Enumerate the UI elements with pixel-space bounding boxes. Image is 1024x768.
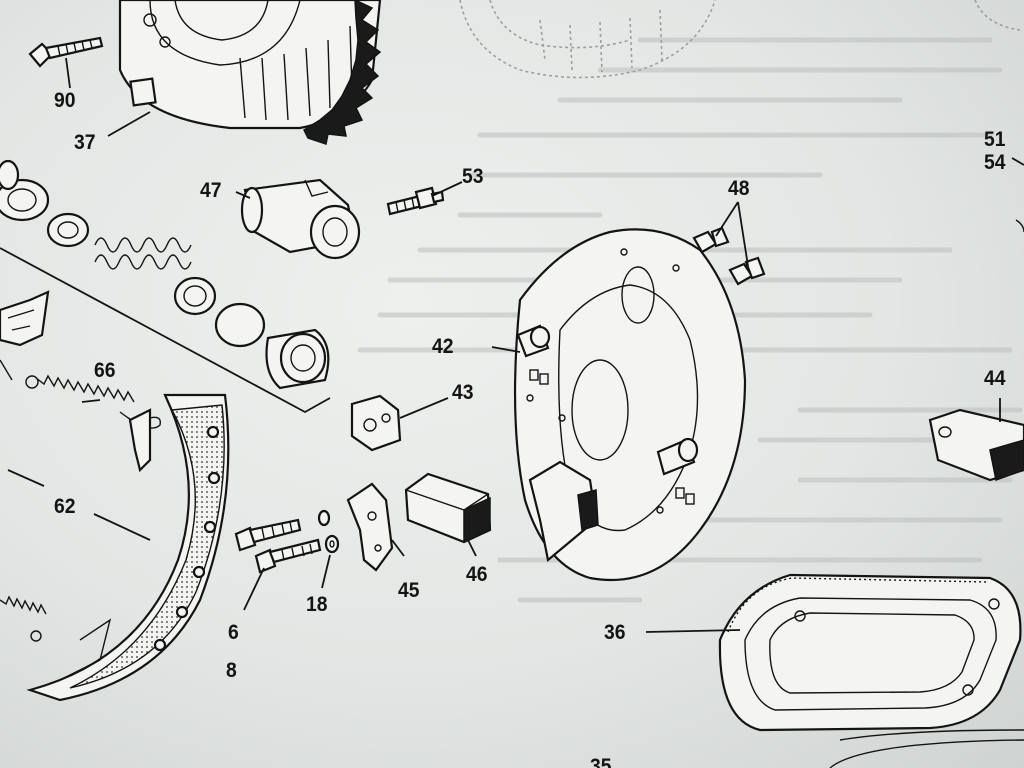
part-6-8-screws	[234, 518, 322, 574]
part-53-bleed-screw	[386, 186, 445, 216]
callout-18: 18	[306, 593, 328, 616]
part-48-nuts	[692, 226, 766, 286]
leader-lines	[7, 57, 1024, 633]
part-46-block	[404, 472, 492, 544]
callout-8: 8	[226, 659, 237, 682]
callout-6: 6	[228, 621, 239, 644]
callout-53: 53	[462, 165, 484, 188]
callout-54: 54	[984, 151, 1006, 174]
callout-48: 48	[728, 177, 750, 200]
callout-44: 44	[984, 367, 1006, 390]
callout-47: 47	[200, 179, 222, 202]
ghost-hub-outline	[459, 0, 1021, 79]
brake-adjuster-left	[0, 290, 50, 381]
callout-36: 36	[604, 621, 626, 644]
part-36-gasket	[718, 573, 1024, 768]
part-62-brake-shoe	[26, 393, 230, 702]
part-18-washers	[317, 509, 340, 554]
part-37-brake-drum	[118, 0, 382, 145]
callout-62: 62	[54, 495, 76, 518]
callout-43: 43	[452, 381, 474, 404]
callout-37: 37	[74, 131, 96, 154]
callout-51: 51	[984, 128, 1006, 151]
callout-66: 66	[94, 359, 116, 382]
callout-45: 45	[398, 579, 420, 602]
part-45-adjuster-plate	[346, 482, 394, 572]
part-43-clip-plate	[350, 394, 402, 452]
callout-35: 35	[590, 755, 612, 768]
lower-spring	[0, 595, 47, 642]
right-edge-component	[1015, 219, 1024, 233]
callout-90: 90	[54, 89, 76, 112]
part-47-wheel-cylinder	[240, 178, 361, 260]
cylinder-internals	[0, 159, 331, 414]
part-44-bracket	[928, 408, 1024, 482]
callout-42: 42	[432, 335, 454, 358]
callout-46: 46	[466, 563, 488, 586]
part-42-backing-plate	[513, 228, 747, 582]
part-90-bolt	[28, 36, 104, 68]
